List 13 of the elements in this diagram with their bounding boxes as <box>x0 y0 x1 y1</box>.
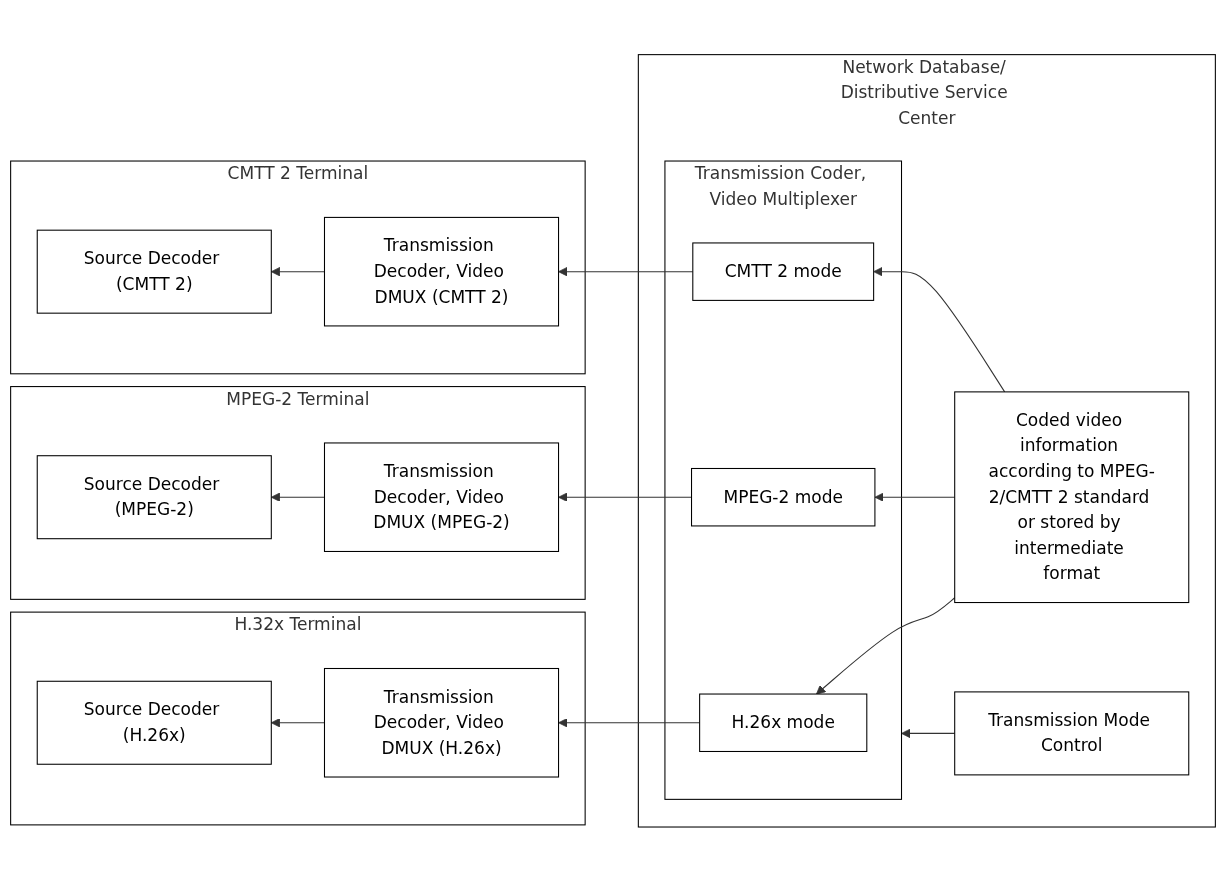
arrow <box>873 266 1006 393</box>
node-box: Transmission Decoder, Video DMUX (MPEG-2) <box>323 442 560 552</box>
node-box: Coded video information according to MPEG-2/CMTT 2 standard or stored by intermediate format <box>954 391 1190 603</box>
node-box: CMTT 2 mode <box>692 242 875 301</box>
node-box: Source Decoder (CMTT 2) <box>36 229 272 314</box>
node-box: Source Decoder (H.26x) <box>36 680 272 765</box>
node-box: MPEG-2 mode <box>691 467 876 527</box>
arrow <box>816 596 956 695</box>
node-box: Transmission Decoder, Video DMUX (CMTT 2) <box>323 216 560 327</box>
node-box: Transmission Decoder, Video DMUX (H.26x) <box>323 667 560 778</box>
node-box: Source Decoder (MPEG-2) <box>36 454 272 539</box>
node-box: Transmission Mode Control <box>954 691 1190 776</box>
node-box: H.26x mode <box>699 693 868 752</box>
